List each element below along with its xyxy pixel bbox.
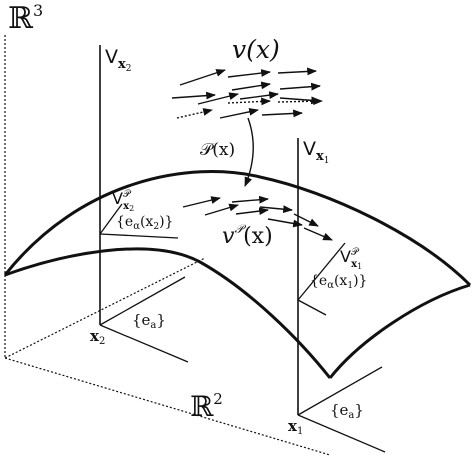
subspace-frame-x1-b <box>297 299 327 316</box>
point-label-x2: x2 <box>90 327 105 347</box>
projected-field-label: v𝒫(x) <box>222 222 273 249</box>
r2-axis-left <box>4 257 206 359</box>
basis-label-x2: {eα(x2)} <box>116 214 173 232</box>
basis-label-x1: {eα(x1)} <box>310 273 367 291</box>
base-frame-x1-horiz <box>297 414 386 453</box>
r2-axis-bottom <box>4 357 331 456</box>
field-label: v(x) <box>232 35 280 64</box>
projected-field-arrows <box>182 195 333 241</box>
surface-top-edge <box>3 170 472 287</box>
fiber-label-x1: Vx1 <box>303 138 330 166</box>
subspace-frame-x2-b <box>99 233 179 239</box>
subspace-frame-x2-a <box>99 203 123 235</box>
surface-left-edge <box>4 247 332 379</box>
base-basis-label-x1: {ea} <box>330 401 364 421</box>
r3-label: ℝ3 <box>8 1 43 36</box>
projection-label: 𝒫(x) <box>200 140 235 160</box>
fiber-label-x2: Vx2 <box>105 46 132 74</box>
subspace-frame-x1-a <box>297 242 346 301</box>
r2-label: ℝ2 <box>190 390 223 423</box>
base-basis-label-x2: {ea} <box>132 311 166 331</box>
base-frame-x1-diag <box>297 366 383 416</box>
base-frame-x2-diag <box>99 276 186 326</box>
surface-right-edge <box>328 283 471 379</box>
field-arrows <box>171 67 323 119</box>
point-label-x1: x1 <box>288 417 303 437</box>
base-frame-x2-horiz <box>99 324 189 363</box>
projection-arrow <box>244 117 255 187</box>
